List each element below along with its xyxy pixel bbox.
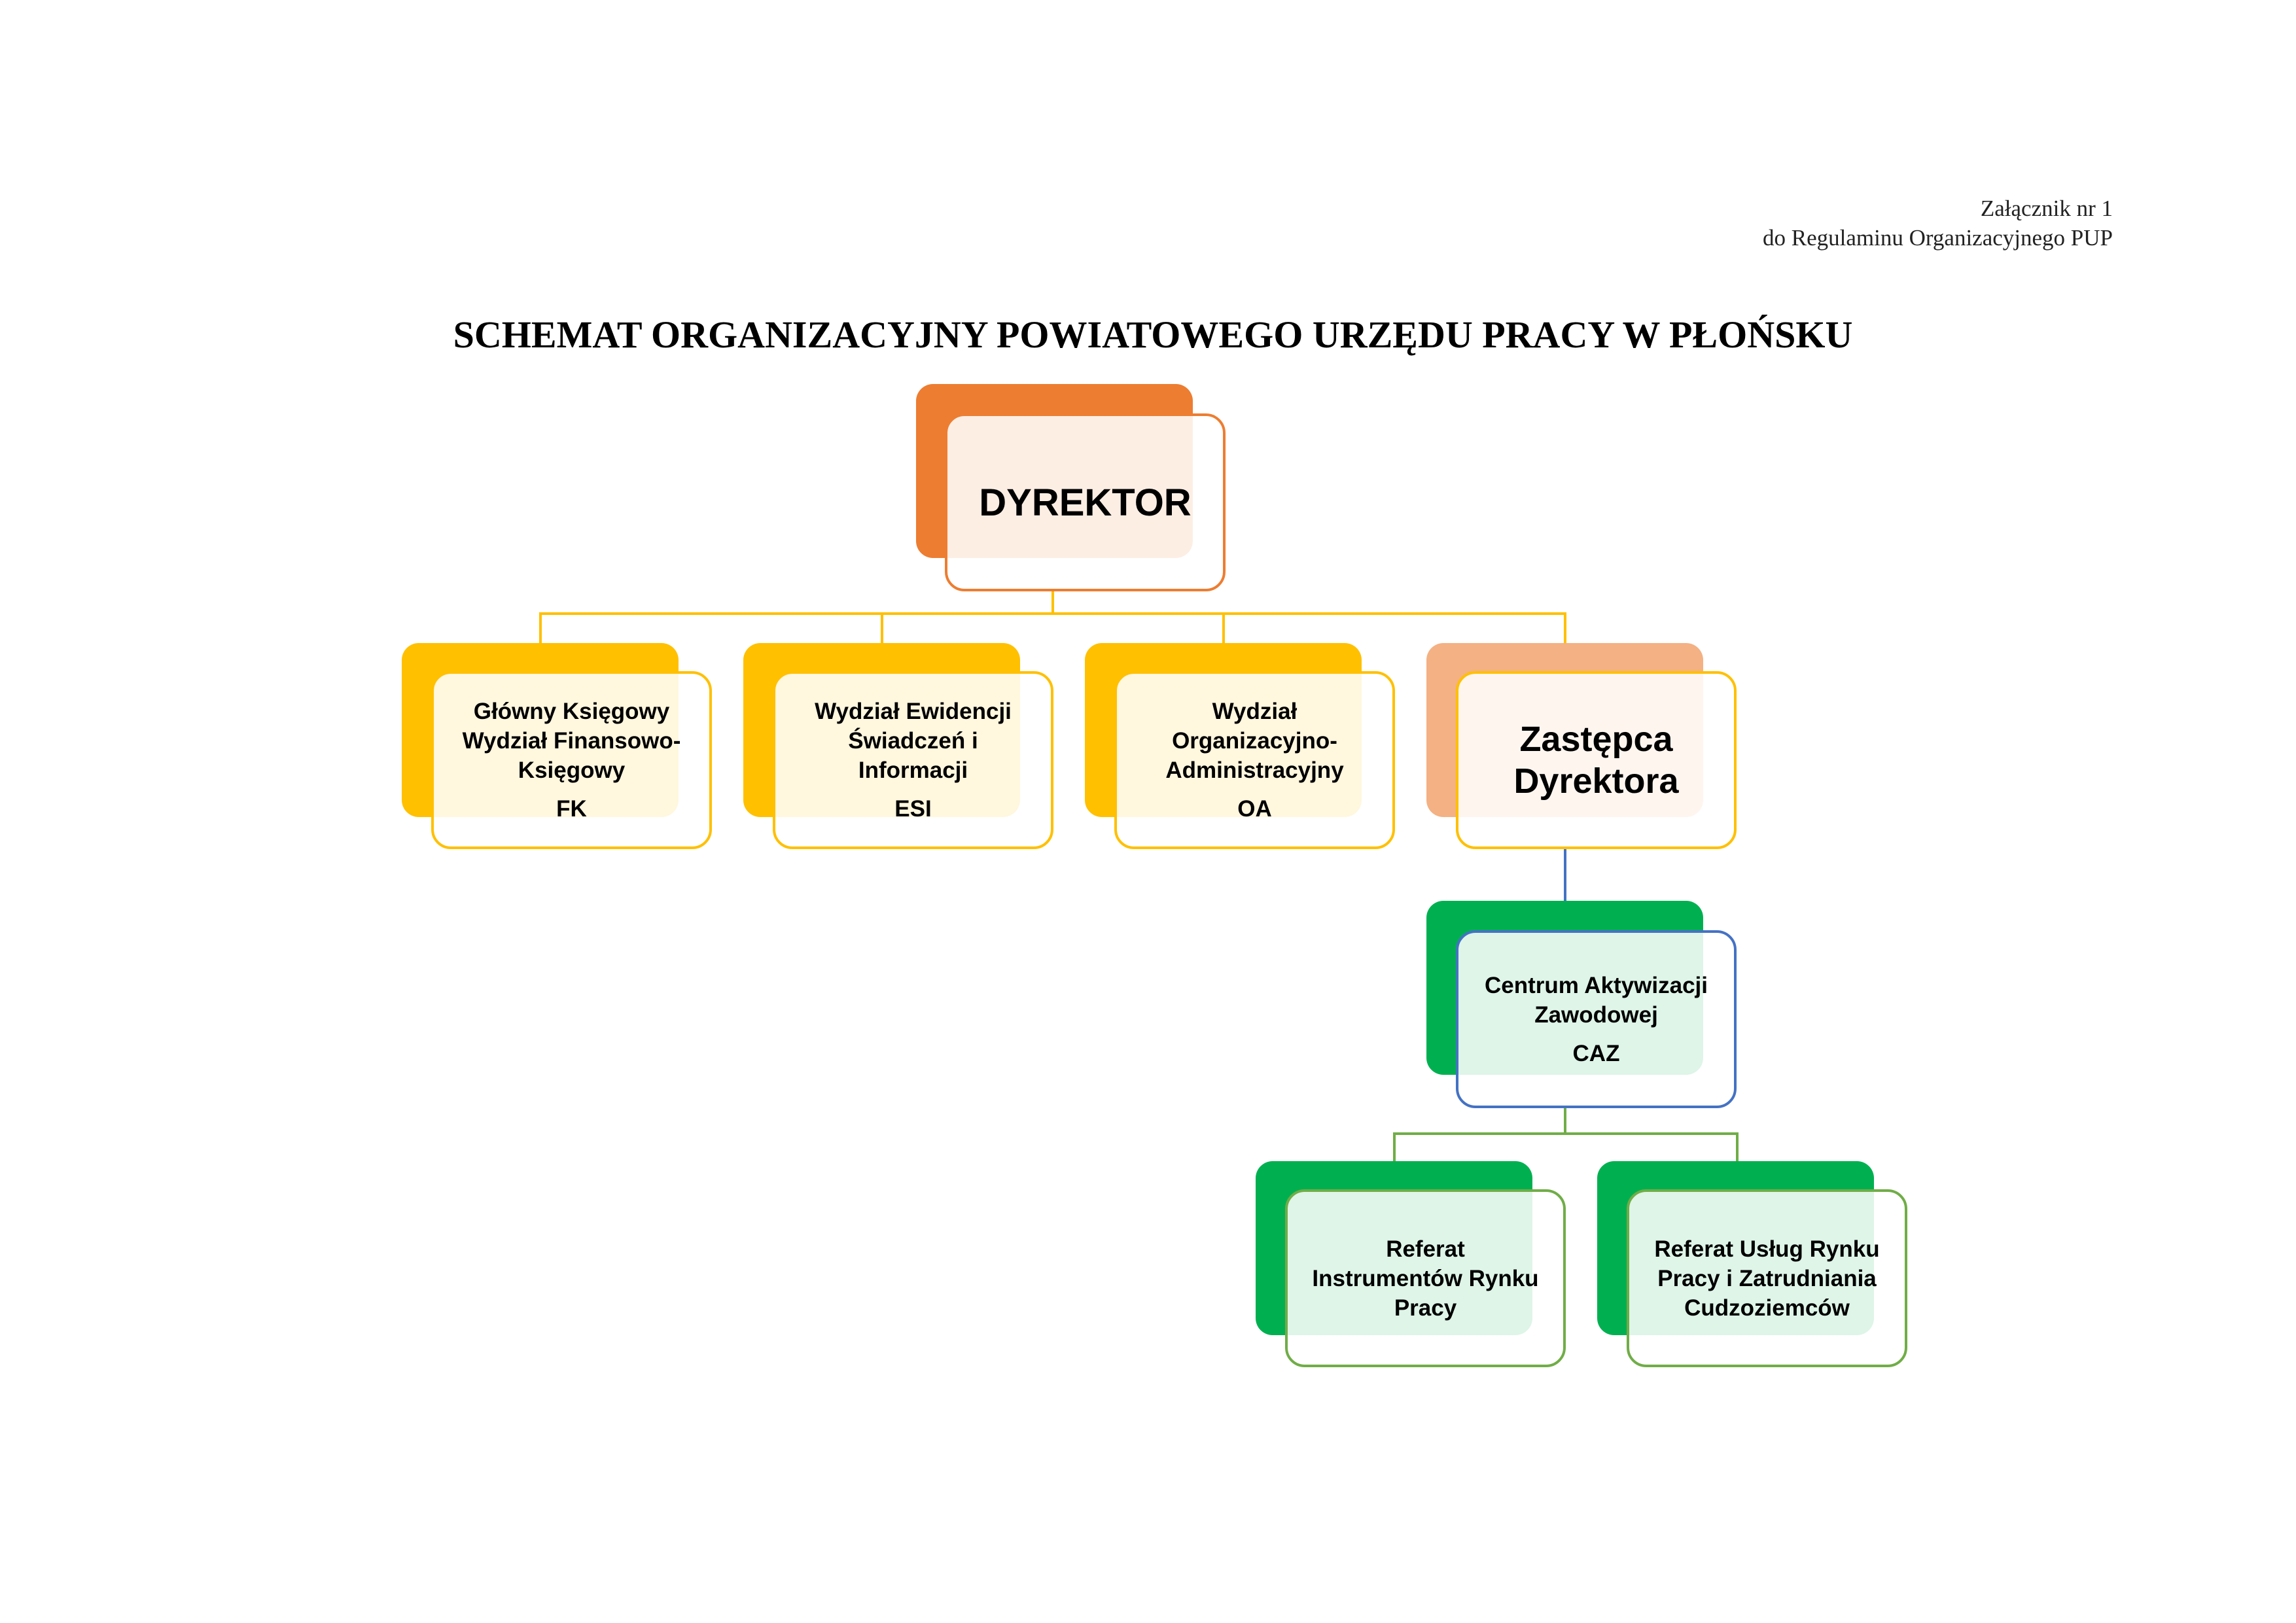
director-box: DYREKTOR <box>945 413 1226 591</box>
fk-line3: Księgowy <box>518 758 626 783</box>
deputy-box: Zastępca Dyrektora <box>1456 671 1737 849</box>
rirp-line3: Pracy <box>1394 1295 1457 1321</box>
connector-oa <box>1222 612 1225 643</box>
esi-line3: Informacji <box>858 758 968 783</box>
connector-fk <box>539 612 542 643</box>
director-label: DYREKTOR <box>979 481 1192 524</box>
deputy-line2: Dyrektora <box>1513 761 1679 801</box>
annex-header: Załącznik nr 1 do Regulaminu Organizacyj… <box>1763 194 2113 253</box>
oa-line1: Wydział <box>1212 699 1298 724</box>
rirp-line2: Instrumentów Rynku <box>1312 1265 1539 1291</box>
connector-rurp <box>1736 1132 1739 1161</box>
fk-line2: Wydział Finansowo- <box>462 728 681 754</box>
deputy-line1: Zastępca <box>1519 720 1673 759</box>
rurp-line1: Referat Usług Rynku <box>1654 1236 1880 1262</box>
caz-line1: Centrum Aktywizacji <box>1484 972 1708 998</box>
connector-zastepca-caz <box>1564 848 1566 901</box>
rirp-line1: Referat <box>1386 1236 1465 1262</box>
esi-code: ESI <box>894 796 932 822</box>
esi-line1: Wydział Ewidencji <box>815 699 1012 724</box>
connector-director-down <box>1051 589 1054 615</box>
rurp-line3: Cudzoziemców <box>1684 1295 1850 1321</box>
connector-caz-down <box>1564 1107 1566 1135</box>
connector-level4-horizontal <box>1393 1132 1739 1135</box>
caz-code: CAZ <box>1572 1040 1620 1066</box>
esi-line2: Świadczeń i <box>848 728 978 754</box>
oa-box: Wydział Organizacyjno- Administracyjny O… <box>1114 671 1395 849</box>
page-title: SCHEMAT ORGANIZACYJNY POWIATOWEGO URZĘDU… <box>453 313 1853 356</box>
connector-zastepca <box>1564 612 1566 643</box>
annex-number: Załącznik nr 1 <box>1980 196 2113 221</box>
oa-line2: Organizacyjno- <box>1172 728 1337 754</box>
fk-code: FK <box>556 796 587 822</box>
connector-level2-horizontal <box>539 612 1566 615</box>
caz-line2: Zawodowej <box>1534 1002 1658 1028</box>
oa-code: OA <box>1237 796 1272 822</box>
annex-reference: do Regulaminu Organizacyjnego PUP <box>1763 225 2113 251</box>
connector-rirp <box>1393 1132 1396 1161</box>
fk-box: Główny Księgowy Wydział Finansowo- Księg… <box>431 671 712 849</box>
connector-esi <box>881 612 883 643</box>
fk-line1: Główny Księgowy <box>473 699 670 724</box>
oa-line3: Administracyjny <box>1165 758 1344 783</box>
rirp-box: Referat Instrumentów Rynku Pracy <box>1285 1189 1566 1367</box>
rurp-line2: Pracy i Zatrudniania <box>1657 1265 1877 1291</box>
caz-box: Centrum Aktywizacji Zawodowej CAZ <box>1456 930 1737 1108</box>
esi-box: Wydział Ewidencji Świadczeń i Informacji… <box>773 671 1053 849</box>
rurp-box: Referat Usług Rynku Pracy i Zatrudniania… <box>1627 1189 1907 1367</box>
